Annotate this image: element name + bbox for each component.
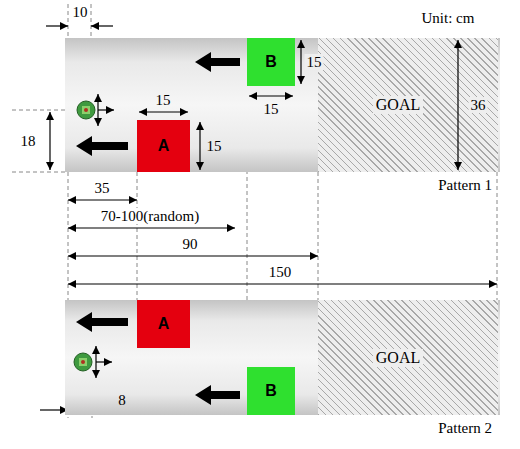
obstacle-box: B	[247, 38, 295, 86]
dimension-label: 8	[116, 392, 128, 408]
dimension-label: 90	[181, 236, 200, 252]
dimension-label: 10	[71, 4, 90, 20]
dimension-label: 15	[205, 137, 224, 155]
unit-note: Unit: cm	[420, 10, 477, 26]
obstacle-box: A	[137, 120, 190, 172]
obstacle-box: A	[137, 300, 190, 348]
dimension-label: 15	[154, 92, 173, 108]
obstacle-box: B	[247, 367, 295, 415]
course-lane: AGOALBPattern 2	[65, 300, 500, 415]
dimension-label: 15	[205, 138, 224, 154]
box-letter: B	[265, 53, 277, 71]
dimension-label: 15	[262, 100, 281, 118]
size-arrows	[96, 40, 458, 378]
dimension-label: 8	[116, 391, 128, 409]
motion-arrows	[76, 52, 240, 405]
pattern-caption: Pattern 1	[438, 177, 492, 194]
dimension-label: 35	[93, 179, 112, 197]
pattern-caption: Pattern 2	[438, 420, 492, 437]
dimension-label: 90	[181, 235, 200, 253]
dimension-label: 36	[469, 96, 488, 114]
dimension-label: 18	[19, 133, 38, 149]
robot	[74, 353, 92, 371]
box-letter: A	[158, 137, 170, 155]
dimension-label: 35	[93, 180, 112, 196]
dimension-label: 150	[267, 264, 294, 280]
robot	[77, 101, 95, 119]
dimension-label: 70-100(random)	[99, 207, 201, 225]
dimension-label: 15	[305, 53, 324, 71]
box-letter: A	[158, 315, 170, 333]
dimension-label: 18	[19, 132, 38, 150]
goal-label: GOAL	[373, 96, 423, 114]
goal-label: GOAL	[373, 349, 423, 367]
dimension-label: 15	[262, 101, 281, 117]
course-lane: BGOALAPattern 1	[65, 38, 500, 172]
dimension-label: 15	[305, 54, 324, 70]
dimension-label: 150	[267, 263, 294, 281]
goal-zone: GOAL	[318, 300, 498, 415]
dimension-label: 70-100(random)	[99, 208, 201, 224]
dimension-label: 10	[71, 3, 90, 21]
unit-note: Unit: cm	[420, 9, 477, 27]
box-letter: B	[265, 382, 277, 400]
dimension-label: 15	[154, 91, 173, 109]
dimension-label: 36	[469, 97, 488, 113]
